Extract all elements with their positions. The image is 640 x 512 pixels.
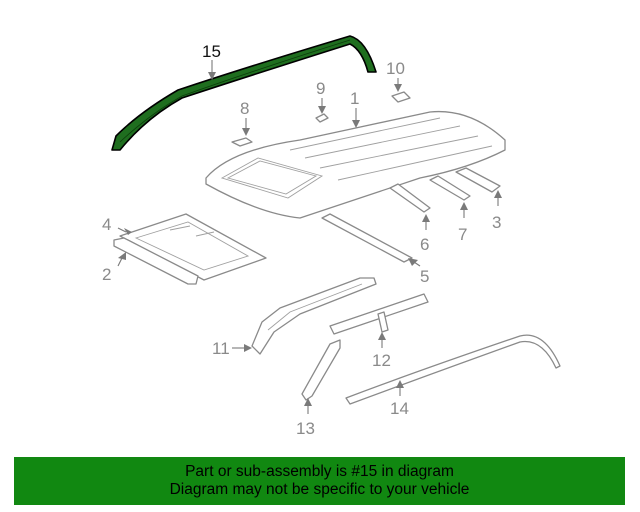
callout-9: 9 [316,79,325,98]
banner-line-2: Diagram may not be specific to your vehi… [169,481,470,498]
part-2-sunroof-frame[interactable] [113,237,199,285]
part-5-roof-bow[interactable] [321,213,413,263]
callout-2: 2 [102,265,111,284]
part-6-roof-bow[interactable] [389,183,431,213]
callout-13-leader [304,398,312,414]
callout-1: 1 [350,89,359,108]
part-3-reinforcement[interactable] [455,167,501,193]
info-banner: Part or sub-assembly is #15 in diagram D… [14,457,625,505]
part-1-roof-panel[interactable] [205,110,506,219]
part-7-roof-bow[interactable] [429,175,471,201]
part-10-bracket[interactable] [391,91,411,103]
callout-15: 15 [202,42,221,61]
part-14-roof-side-molding[interactable] [345,334,561,405]
callout-3-leader [494,190,502,206]
callout-13: 13 [296,419,315,438]
callout-7-leader [460,202,468,218]
callout-6-leader [422,214,430,230]
part-13-pillar[interactable] [301,339,341,401]
parts-diagram: 15 1 8 9 10 [102,35,561,438]
callout-11: 11 [212,339,230,358]
part-9-clip[interactable] [315,113,329,123]
part-12-rail-reinforcement[interactable] [329,293,429,335]
callout-10-leader [394,78,402,92]
callout-5: 5 [420,267,429,286]
part-11-side-rail[interactable] [251,277,377,355]
part-15-drip-molding[interactable] [111,35,377,151]
callout-1-leader [352,108,360,128]
callout-4-leader [117,227,132,235]
callout-7: 7 [458,225,467,244]
callout-3: 3 [492,213,501,232]
callout-5-leader [408,258,421,267]
banner-line-1: Part or sub-assembly is #15 in diagram [185,463,454,480]
callout-8-leader [242,118,250,136]
callout-9-leader [318,98,326,114]
callout-12-leader [378,332,386,348]
part-8-bracket[interactable] [231,137,253,147]
callout-14: 14 [390,399,409,418]
callout-10: 10 [386,59,405,78]
callout-4: 4 [102,215,111,234]
callout-8: 8 [240,99,249,118]
callout-12: 12 [372,351,391,370]
callout-14-leader [396,380,404,396]
callout-11-leader [232,344,252,352]
callout-6: 6 [420,235,429,254]
callout-2-leader [117,252,126,267]
callout-15-leader [208,60,216,80]
